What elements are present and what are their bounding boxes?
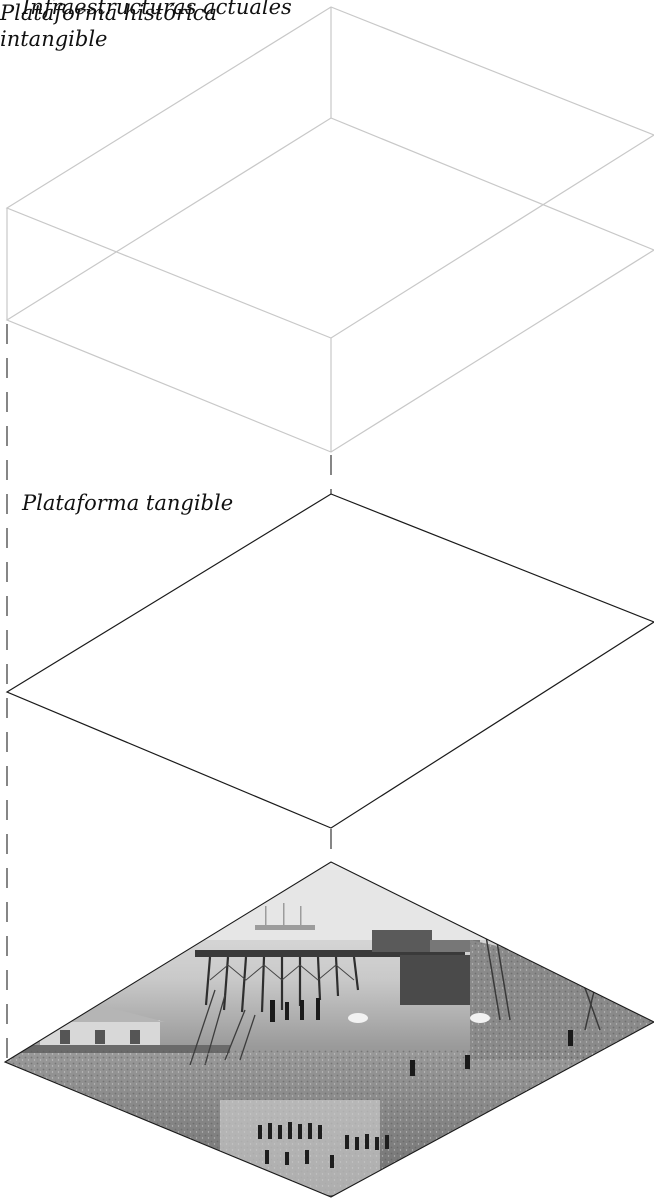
box-top-face	[5, 6, 654, 339]
historic-photo-collage-icon	[5, 862, 654, 1197]
box-inner-plane	[5, 117, 654, 453]
label-infrastructure: Infraestructuras actuales	[22, 0, 292, 19]
infrastructure-box	[5, 6, 654, 453]
tangible-platform	[5, 493, 654, 829]
dashed-connectors	[6, 324, 332, 1062]
label-historic-platform: Plataforma histórica intangible	[0, 0, 654, 52]
label-historic-line-2: intangible	[0, 27, 108, 51]
label-historic-line-1: Plataforma histórica	[0, 1, 218, 25]
label-tangible-platform: Plataforma tangible	[22, 491, 234, 515]
historic-platform	[3, 861, 654, 1198]
historic-platform-outline	[3, 861, 654, 1198]
